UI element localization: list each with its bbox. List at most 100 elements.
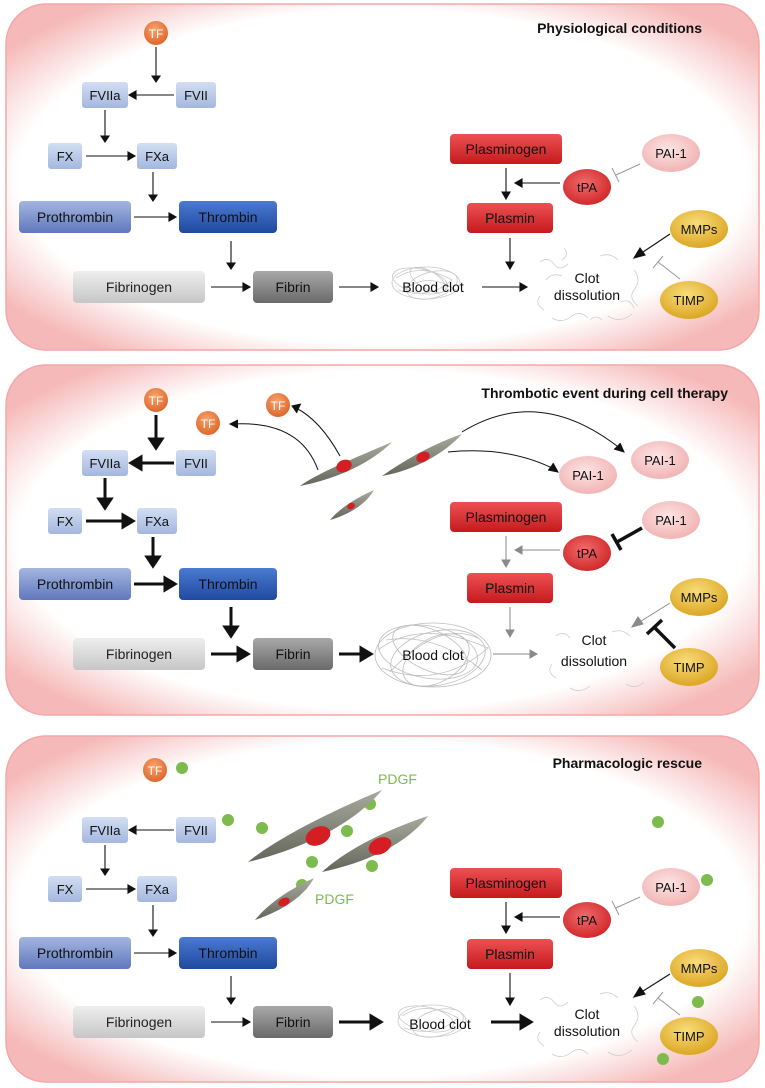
- panel-title: Pharmacologic rescue: [553, 755, 703, 771]
- fx-box: [48, 508, 82, 534]
- tpa-ellipse: [563, 169, 611, 205]
- fxa-box: [137, 143, 177, 169]
- cell: [322, 816, 428, 872]
- pdgf-label: PDGF: [315, 891, 354, 907]
- fibrin-label: Fibrin: [275, 1014, 310, 1030]
- prothrombin-label: Prothrombin: [37, 945, 113, 961]
- pai1-secreted-label: PAI-1: [572, 468, 604, 483]
- thrombin-label: Thrombin: [198, 945, 257, 961]
- timp-label: TIMP: [673, 1029, 704, 1044]
- tpa-label: tPA: [577, 546, 597, 561]
- clot-fibers: [397, 1004, 467, 1038]
- mmps-label: MMPs: [681, 222, 718, 237]
- fviia-label: FVIIa: [89, 456, 121, 471]
- panel-title: Physiological conditions: [537, 20, 702, 36]
- cell: [248, 790, 382, 862]
- fibrin-box: [253, 271, 333, 303]
- plasmin-label: Plasmin: [485, 580, 535, 596]
- fxa-box: [137, 508, 177, 534]
- fibrinolysis-nodes: Plasminogen PAI-1 tPA Plasmin MMPs TIMP: [450, 868, 728, 1055]
- panel-pharmacologic-rescue: Pharmacologic rescue TF FVII FVIIa FX FX…: [5, 735, 760, 1083]
- dissolution-fibers: [537, 247, 639, 321]
- clot-dissolution-line1: Clot: [575, 1006, 600, 1022]
- cell: [255, 878, 314, 920]
- thrombin-box: [179, 568, 277, 600]
- timp-ellipse: [660, 648, 718, 686]
- timp-ellipse: [660, 1017, 718, 1055]
- fvii-box: [176, 450, 216, 476]
- thrombin-box: [179, 201, 277, 233]
- plasminogen-label: Plasminogen: [466, 875, 547, 891]
- mmps-ellipse: [670, 578, 728, 616]
- fibrinogen-box: [73, 638, 205, 670]
- thrombin-label: Thrombin: [198, 576, 257, 592]
- panel-physiological: Physiological conditions TF FVII FVIIa F…: [5, 3, 760, 351]
- panel1-arrows: [86, 47, 671, 292]
- fxa-label: FXa: [145, 514, 170, 529]
- thrombin-box: [179, 937, 277, 969]
- clot-fibers: [374, 622, 492, 688]
- blood-clot: Blood clot: [391, 266, 464, 300]
- prothrombin-box: [19, 568, 131, 600]
- prothrombin-box: [19, 201, 131, 233]
- clot-dissolution-line1: Clot: [575, 270, 600, 286]
- plasminogen-box: [450, 134, 562, 164]
- fibrinolysis-nodes: PAI-1 PAI-1 Plasminogen PAI-1 tPA Plasmi…: [450, 441, 728, 686]
- pdgf-dot: [222, 814, 234, 826]
- panel2-grey-arrows: [493, 536, 671, 659]
- timp-label: TIMP: [673, 293, 704, 308]
- pai1-ellipse: [642, 868, 700, 906]
- factor-nodes: TF TF TF FVII FVIIa FX FXa Prothrombin T…: [19, 388, 333, 670]
- plasmin-box: [467, 203, 553, 233]
- pai1-ellipse: [642, 134, 700, 172]
- fviia-label: FVIIa: [89, 88, 121, 103]
- fibrinolysis-nodes: Plasminogen PAI-1 tPA Plasmin MMPs TIMP: [450, 134, 728, 319]
- clot-dissolution: Clot dissolution: [537, 992, 639, 1057]
- tf-label: TF: [149, 394, 164, 408]
- fx-box: [48, 876, 82, 902]
- plasminogen-label: Plasminogen: [466, 141, 547, 157]
- fviia-box: [82, 817, 128, 843]
- plasminogen-label: Plasminogen: [466, 509, 547, 525]
- tf-secreted-node: [196, 411, 220, 435]
- pdgf-dot: [256, 822, 268, 834]
- tpa-ellipse: [563, 902, 611, 938]
- plasmin-box: [467, 573, 553, 603]
- fxa-label: FXa: [145, 882, 170, 897]
- tf-secreted-label: TF: [201, 417, 216, 431]
- panel-thrombotic-event: Thrombotic event during cell therapy TF …: [5, 364, 760, 716]
- fibrin-box: [253, 638, 333, 670]
- therapeutic-cells: [300, 434, 462, 520]
- tf-secreted-node: [266, 393, 290, 417]
- tf-node: [143, 758, 167, 782]
- panel3-arrows: [86, 825, 671, 1027]
- clot-dissolution-line2: dissolution: [561, 653, 627, 669]
- timp-label: TIMP: [673, 660, 704, 675]
- fibrinogen-label: Fibrinogen: [106, 646, 172, 662]
- blood-clot-label: Blood clot: [409, 1016, 471, 1032]
- fibrin-box: [253, 1006, 333, 1038]
- fibrinogen-box: [73, 271, 205, 303]
- cell: [300, 442, 392, 486]
- tf-label: TF: [148, 764, 163, 778]
- panel3-inhibitions: [611, 896, 681, 1016]
- mmps-label: MMPs: [681, 961, 718, 976]
- cell: [330, 490, 374, 520]
- factor-nodes: TF FVII FVIIa FX FXa Prothrombin Thrombi…: [19, 21, 333, 303]
- tf-label: TF: [149, 27, 164, 41]
- pdgf-label: PDGF: [378, 771, 417, 787]
- mmps-ellipse: [670, 949, 728, 987]
- panel2-bold-inhibitions: [610, 526, 677, 650]
- fibrin-label: Fibrin: [275, 279, 310, 295]
- fviia-label: FVIIa: [89, 823, 121, 838]
- panel2-secretion-arrows: [228, 403, 625, 473]
- mmps-label: MMPs: [681, 590, 718, 605]
- clot-fibers: [391, 266, 461, 300]
- fvii-label: FVII: [184, 88, 208, 103]
- pai1-label: PAI-1: [655, 880, 687, 895]
- plasmin-label: Plasmin: [485, 946, 535, 962]
- pdgf-dots: [176, 762, 713, 1065]
- fvii-label: FVII: [184, 456, 208, 471]
- pai1-secreted-label: PAI-1: [644, 453, 676, 468]
